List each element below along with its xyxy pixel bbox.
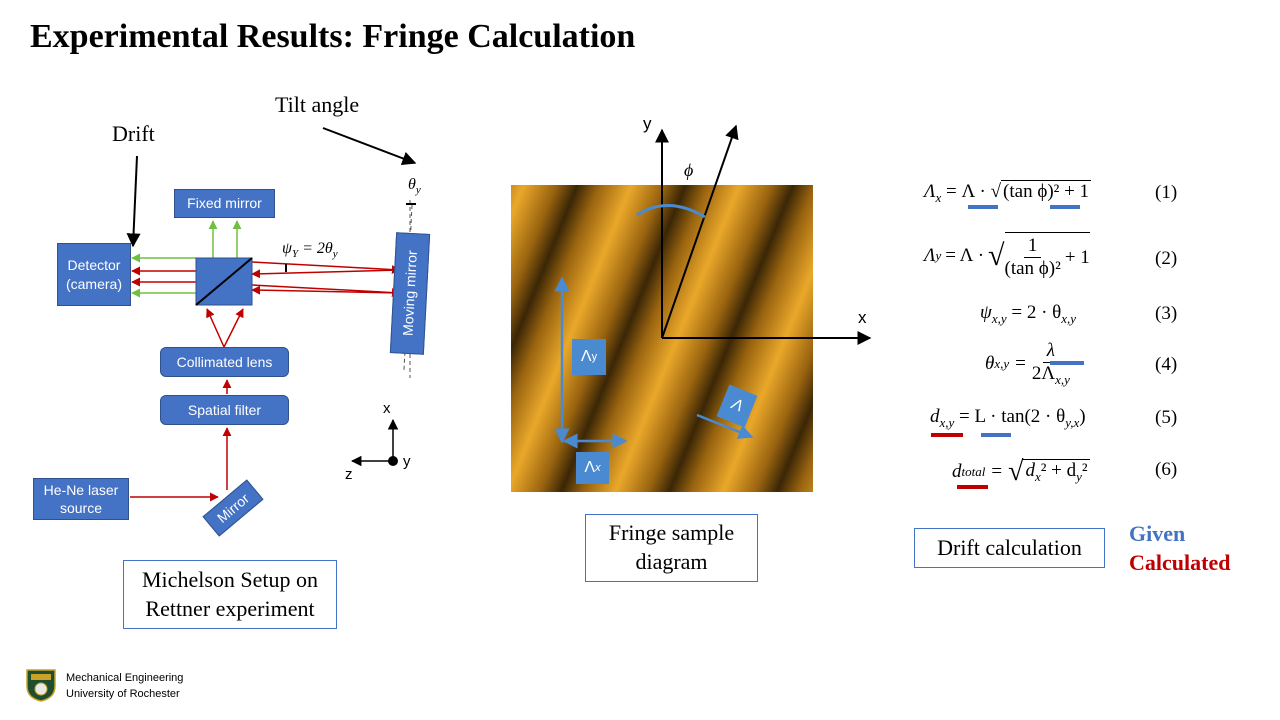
given-underline-wavelength xyxy=(1050,361,1084,365)
page-title: Experimental Results: Fringe Calculation xyxy=(30,18,636,55)
spatial-filter-box: Spatial filter xyxy=(160,395,289,425)
given-underline-lambda xyxy=(968,205,998,209)
university-shield-icon xyxy=(26,669,56,702)
tilt-arrow xyxy=(322,127,417,166)
calculated-underline-dtotal xyxy=(957,485,988,489)
equation-3: ψx,y = 2 · θx,y xyxy=(980,302,1077,326)
given-underline-phi xyxy=(1050,205,1080,209)
collimated-lens-box: Collimated lens xyxy=(160,347,289,377)
equation-3-number: (3) xyxy=(1155,303,1178,324)
setup-axis-y: y xyxy=(403,453,411,470)
fixed-mirror-box: Fixed mirror xyxy=(174,189,275,218)
equation-4-number: (4) xyxy=(1155,354,1178,375)
legend-given: Given xyxy=(1129,521,1186,546)
given-underline-L xyxy=(981,433,1011,437)
detector-box: Detector(camera) xyxy=(57,243,131,306)
equation-6-number: (6) xyxy=(1155,459,1178,480)
calculated-underline-dxy xyxy=(931,433,963,437)
setup-axis-x: x xyxy=(383,400,391,417)
equation-5: dx,y = L · tan(2 · θy,x) xyxy=(930,406,1086,430)
drift-calculation-caption: Drift calculation xyxy=(914,528,1105,568)
moving-mirror-box: Moving mirror xyxy=(389,232,431,355)
legend-calculated: Calculated xyxy=(1129,550,1231,575)
equation-1-number: (1) xyxy=(1155,182,1178,203)
theta-y-label: θy xyxy=(408,176,421,197)
equation-2-number: (2) xyxy=(1155,248,1178,269)
drift-label: Drift xyxy=(112,121,155,146)
fringe-axis-x: x xyxy=(858,308,867,327)
footer-text: Mechanical Engineering University of Roc… xyxy=(66,672,184,700)
psi-label: ψY = 2θy xyxy=(282,240,338,261)
setup-beam-diagram xyxy=(126,127,417,502)
equation-5-number: (5) xyxy=(1155,407,1178,428)
drift-arrow xyxy=(126,155,141,248)
fringe-axis-y: y xyxy=(643,114,652,133)
tilt-angle-label: Tilt angle xyxy=(275,92,360,117)
setup-axis-z: z xyxy=(345,466,353,483)
phi-label: ϕ xyxy=(684,160,694,180)
equation-1: Λx = Λ · √(tan ϕ)² + 1 xyxy=(924,180,1092,205)
fringe-svg xyxy=(511,124,872,492)
